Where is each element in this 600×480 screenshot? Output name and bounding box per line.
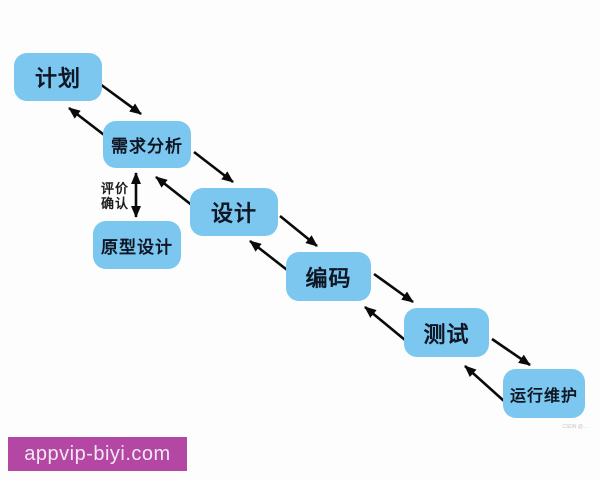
site-watermark-banner: appvip-biyi.com: [8, 437, 187, 471]
flowchart-node-plan: 计划: [14, 53, 102, 101]
arrow-testing-to-coding: [364, 305, 406, 342]
flowchart-node-requirements: 需求分析: [103, 121, 191, 168]
flowchart-node-coding: 编码: [286, 252, 371, 301]
flowchart-node-design: 设计: [190, 188, 278, 236]
arrow-testing-to-maintenance: [491, 337, 531, 367]
arrow-maintenance-to-testing: [464, 365, 505, 402]
edge-label-evaluation-confirm: 评价 确认: [101, 181, 135, 211]
csdn-watermark: CSDN @…: [562, 424, 588, 430]
flowchart-node-testing: 测试: [404, 308, 489, 357]
arrow-coding-to-testing: [373, 272, 414, 304]
arrow-design-to-coding: [279, 214, 318, 248]
edge-label-line1: 评价: [101, 181, 130, 196]
arrow-requirements-to-design: [193, 150, 234, 184]
flowchart-node-maintenance: 运行维护: [503, 369, 585, 418]
flowchart-node-prototype: 原型设计: [93, 221, 181, 269]
arrow-coding-to-design: [249, 239, 292, 275]
arrow-plan-to-requirements: [99, 82, 142, 116]
edge-label-line2: 确认: [101, 196, 130, 211]
